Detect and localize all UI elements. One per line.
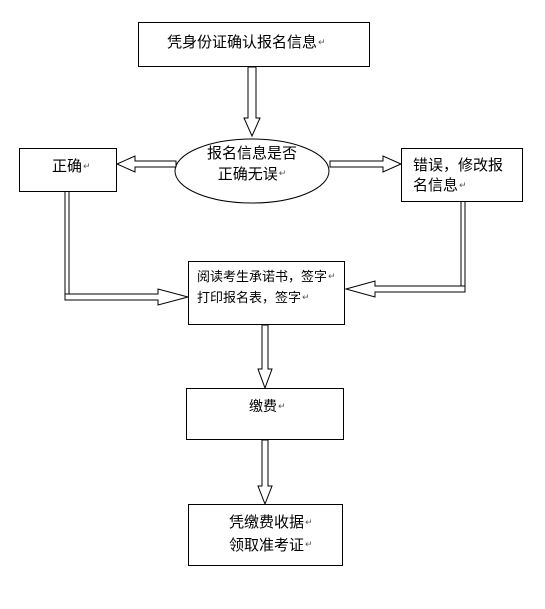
read-line-2: 打印报名表，签字 bbox=[197, 291, 302, 306]
pay-box: 缴费↵ bbox=[186, 388, 344, 440]
return-mark-icon: ↵ bbox=[328, 272, 336, 282]
final-box: 凭缴费收据↵ 领取准考证↵ bbox=[188, 504, 343, 566]
return-mark-icon: ↵ bbox=[459, 180, 467, 191]
return-mark-icon: ↵ bbox=[305, 517, 313, 528]
start-text: 凭身份证确认报名信息 bbox=[167, 33, 318, 51]
return-mark-icon: ↵ bbox=[83, 161, 91, 172]
error-line-2: 名信息 bbox=[413, 176, 459, 194]
error-line-1: 错误，修改报 bbox=[413, 156, 504, 174]
arrow-decision-to-error bbox=[329, 155, 403, 173]
final-line-2-wrap: 领取准考证↵ bbox=[229, 534, 342, 557]
return-mark-icon: ↵ bbox=[278, 402, 286, 412]
return-mark-icon: ↵ bbox=[305, 540, 313, 550]
final-line-2: 领取准考证 bbox=[229, 535, 305, 554]
return-mark-icon: ↵ bbox=[302, 293, 310, 303]
correct-box: 正确↵ bbox=[19, 148, 117, 192]
decision-line-2: 正确无误 bbox=[217, 165, 278, 183]
correct-text: 正确 bbox=[52, 157, 83, 175]
final-line-1-wrap: 凭缴费收据↵ bbox=[229, 511, 342, 534]
arrow-read-to-pay bbox=[257, 324, 273, 390]
arrow-start-to-decision bbox=[243, 66, 261, 138]
final-line-1: 凭缴费收据 bbox=[229, 513, 305, 531]
arrow-pay-to-final bbox=[257, 439, 273, 506]
decision-line-1: 报名信息是否 bbox=[206, 144, 297, 162]
pay-text: 缴费 bbox=[249, 399, 277, 415]
return-mark-icon: ↵ bbox=[278, 169, 287, 179]
error-line-2-wrap: 名信息↵ bbox=[413, 175, 522, 196]
decision-line-2-wrap: 正确无误↵ bbox=[176, 164, 328, 185]
arrow-decision-to-correct bbox=[115, 155, 177, 173]
decision-oval bbox=[174, 138, 330, 204]
read-line-2-wrap: 打印报名表，签字↵ bbox=[197, 288, 344, 309]
arrow-correct-to-read bbox=[64, 192, 70, 298]
start-box: 凭身份证确认报名信息↵ bbox=[138, 22, 370, 67]
decision-text: 报名信息是否 正确无误↵ bbox=[176, 139, 328, 203]
read-line-1: 阅读考生承诺书，签字 bbox=[197, 270, 328, 285]
read-line-1-wrap: 阅读考生承诺书，签字↵ bbox=[197, 267, 344, 288]
error-box: 错误，修改报 名信息↵ bbox=[401, 148, 523, 202]
return-mark-icon: ↵ bbox=[318, 37, 326, 48]
arrow-error-to-read bbox=[460, 202, 466, 292]
read-sign-box: 阅读考生承诺书，签字↵ 打印报名表，签字↵ bbox=[188, 261, 345, 325]
